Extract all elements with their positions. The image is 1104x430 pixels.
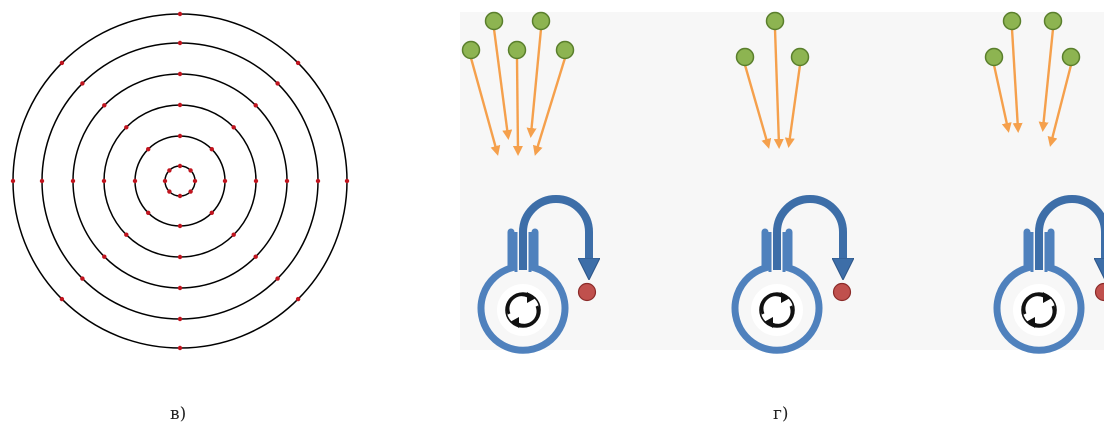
ring-point bbox=[253, 103, 258, 108]
input-node bbox=[765, 11, 785, 31]
vessel-outer bbox=[731, 228, 823, 354]
ring-point bbox=[177, 40, 183, 46]
input-node bbox=[790, 47, 810, 67]
ring-point bbox=[124, 232, 129, 237]
input-node bbox=[735, 47, 755, 67]
input-arrow bbox=[532, 57, 567, 156]
ring-point bbox=[192, 178, 198, 184]
cycle-icon bbox=[759, 292, 795, 328]
panel-label-right: г) bbox=[773, 404, 789, 424]
ring-point bbox=[177, 285, 183, 291]
schematic-group bbox=[461, 11, 597, 354]
concentric-rings-diagram bbox=[10, 11, 350, 351]
feedback-schematic bbox=[461, 11, 1104, 354]
output-node bbox=[1094, 282, 1104, 302]
input-node bbox=[1043, 11, 1063, 31]
ring-point bbox=[132, 178, 138, 184]
ring-point bbox=[231, 125, 236, 130]
ring-point bbox=[295, 60, 301, 66]
ring-point bbox=[177, 71, 183, 77]
ring-point bbox=[295, 296, 301, 302]
ring-point bbox=[101, 178, 107, 184]
vessel-outer bbox=[477, 228, 569, 354]
schematic-group bbox=[731, 11, 852, 354]
input-node bbox=[484, 11, 504, 31]
input-arrow bbox=[992, 64, 1012, 133]
input-node bbox=[507, 40, 527, 60]
feedback-arrow bbox=[773, 195, 843, 270]
ring-point bbox=[177, 102, 183, 108]
ring-point bbox=[10, 178, 16, 184]
schematic-group bbox=[984, 11, 1104, 354]
ring-point bbox=[146, 210, 151, 215]
cycle-icon bbox=[505, 292, 541, 328]
ring-point bbox=[284, 178, 290, 184]
input-node bbox=[555, 40, 575, 60]
ring-point bbox=[59, 296, 65, 302]
input-node bbox=[531, 11, 551, 31]
input-arrow bbox=[1010, 28, 1023, 133]
ring-point bbox=[222, 178, 228, 184]
ring-point bbox=[124, 125, 129, 130]
cycle-arrowhead bbox=[1026, 317, 1035, 328]
ring-point bbox=[102, 103, 107, 108]
ring-point bbox=[177, 254, 183, 260]
output-node bbox=[832, 282, 852, 302]
ring-point bbox=[344, 178, 350, 184]
ring-point bbox=[70, 178, 76, 184]
feedback-arrow bbox=[519, 195, 589, 270]
ring-point bbox=[39, 178, 45, 184]
input-arrow bbox=[1038, 28, 1055, 132]
ring-point bbox=[167, 168, 172, 173]
input-arrow bbox=[743, 64, 772, 149]
cycle-arrowhead bbox=[1043, 292, 1052, 303]
ring-point bbox=[253, 254, 258, 259]
ring-point bbox=[177, 345, 183, 351]
ring-point bbox=[231, 232, 236, 237]
input-node bbox=[1061, 47, 1081, 67]
ring-point bbox=[177, 11, 183, 17]
ring-point bbox=[80, 276, 85, 281]
ring-point bbox=[177, 316, 183, 322]
input-arrow bbox=[784, 64, 802, 148]
cycle-arrowhead bbox=[764, 317, 773, 328]
input-node bbox=[461, 40, 481, 60]
ring-point bbox=[315, 178, 321, 184]
ring-point bbox=[177, 163, 183, 169]
ring-point bbox=[177, 223, 183, 229]
input-arrow bbox=[773, 28, 784, 149]
input-node bbox=[984, 47, 1004, 67]
ring-point bbox=[162, 178, 168, 184]
ring-point bbox=[167, 189, 172, 194]
ring-point bbox=[146, 147, 151, 152]
input-arrow bbox=[1047, 64, 1073, 147]
output-node bbox=[577, 282, 597, 302]
panel-label-left: в) bbox=[170, 404, 187, 424]
ring-point bbox=[253, 178, 259, 184]
ring-point bbox=[275, 81, 280, 86]
ring-point bbox=[177, 133, 183, 139]
cycle-arrowhead bbox=[781, 292, 790, 303]
vessel-outer bbox=[993, 228, 1085, 354]
input-arrow bbox=[492, 28, 513, 140]
ring-point bbox=[209, 147, 214, 152]
ring-point bbox=[275, 276, 280, 281]
input-arrow bbox=[526, 28, 543, 138]
cycle-arrowhead bbox=[510, 317, 519, 328]
input-arrow bbox=[512, 57, 523, 156]
ring-point bbox=[188, 168, 193, 173]
ring-point bbox=[177, 193, 183, 199]
cycle-arrowhead bbox=[527, 292, 536, 303]
ring-point bbox=[188, 189, 193, 194]
ring-point bbox=[102, 254, 107, 259]
ring-point bbox=[209, 210, 214, 215]
ring-point bbox=[59, 60, 65, 66]
input-node bbox=[1002, 11, 1022, 31]
feedback-arrow bbox=[1035, 195, 1104, 270]
cycle-icon bbox=[1021, 292, 1057, 328]
input-arrow bbox=[469, 57, 501, 156]
ring-point bbox=[80, 81, 85, 86]
